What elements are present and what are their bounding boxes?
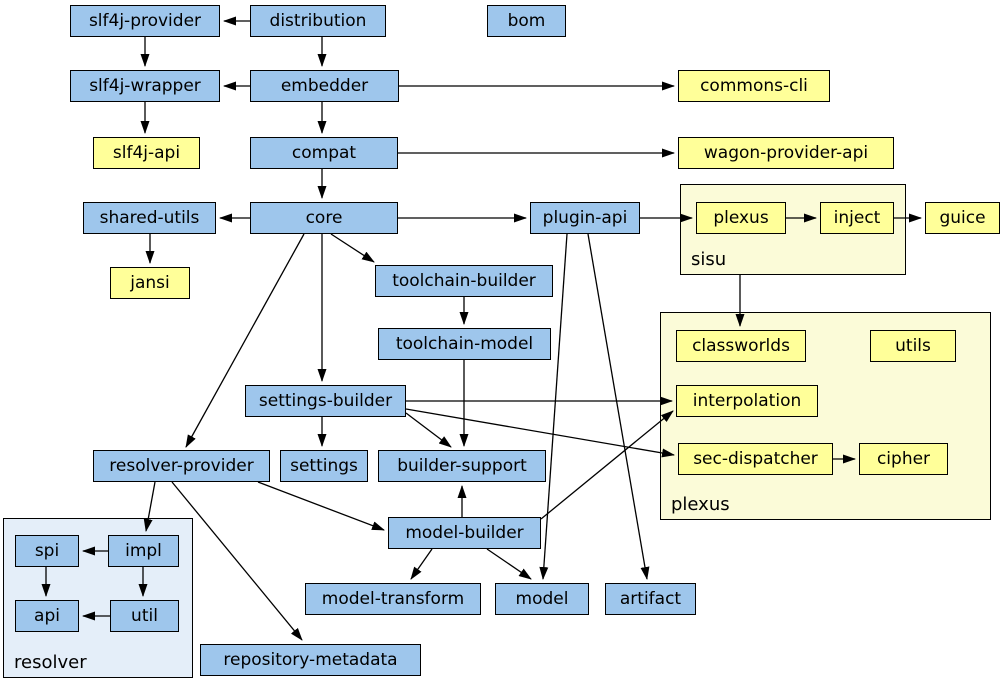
group-plexus: plexus [660, 312, 991, 520]
group-resolver: resolver [3, 518, 193, 678]
group-label-plexus: plexus [671, 494, 730, 515]
group-label-resolver: resolver [14, 652, 87, 673]
group-sisu: sisu [680, 184, 906, 275]
group-label-sisu: sisu [691, 249, 727, 270]
